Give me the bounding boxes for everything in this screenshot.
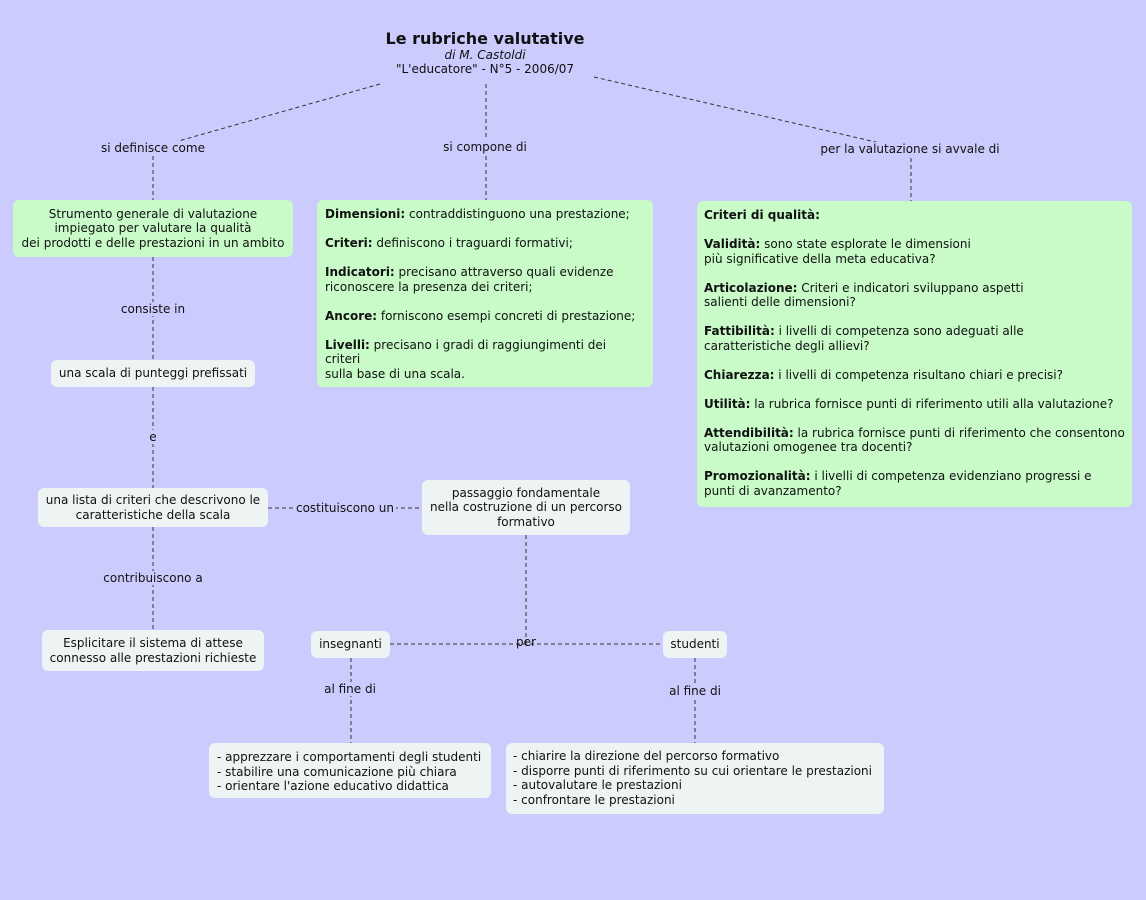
link-label-valutazione: per la valutazione si avvale di xyxy=(818,142,1002,156)
teacher-goal-item: - apprezzare i comportamenti degli stude… xyxy=(217,750,482,764)
explicit-concept[interactable]: Esplicitare il sistema di attese conness… xyxy=(42,630,264,671)
student-goals-concept[interactable]: - chiarire la direzione del percorso for… xyxy=(506,743,884,814)
students-label: studenti xyxy=(670,637,720,652)
link-label-costituiscono-un: costituiscono un xyxy=(293,501,397,515)
quality-fattibilita: Fattibilità: i livelli di competenza son… xyxy=(704,324,1024,353)
explicit-line: Esplicitare il sistema di attese xyxy=(63,636,243,650)
criteria-list-line: caratteristiche della scala xyxy=(75,507,231,522)
component-livelli: Livelli: precisano i gradi di raggiungim… xyxy=(325,337,607,381)
link-label-si-definisce-come: si definisce come xyxy=(99,141,207,155)
quality-chiarezza: Chiarezza: i livelli di competenza risul… xyxy=(704,367,1063,382)
definition-line: impiegato per valutare la qualità xyxy=(54,221,252,236)
link-label-e: e xyxy=(147,430,159,444)
quality-attendibilita: Attendibilità: la rubrica fornisce punti… xyxy=(704,425,1125,455)
teachers-label: insegnanti xyxy=(319,637,382,652)
quality-validita: Validità: sono state esplorate le dimens… xyxy=(704,237,971,266)
criteria-list-line: una lista di criteri che descrivono le xyxy=(45,493,261,507)
passage-line: nella costruzione di un percorso xyxy=(430,500,622,515)
link-label-consiste-in: consiste in xyxy=(118,302,188,316)
scale-concept[interactable]: una scala di punteggi prefissati xyxy=(51,360,255,387)
student-goal-item: - confrontare le prestazioni xyxy=(513,792,675,807)
map-title: Le rubriche valutative di M. Castoldi "L… xyxy=(385,29,585,77)
quality-criteria-concept[interactable]: Criteri di qualità: Validità: sono state… xyxy=(697,201,1132,507)
passage-concept[interactable]: passaggio fondamentale nella costruzione… xyxy=(422,480,630,535)
quality-articolazione: Articolazione: Criteri e indicatori svil… xyxy=(704,280,1024,310)
quality-utilita: Utilità: la rubrica fornisce punti di ri… xyxy=(704,396,1114,411)
explicit-line: connesso alle prestazioni richieste xyxy=(49,650,257,665)
author-line: di M. Castoldi xyxy=(444,48,526,62)
scale-label: una scala di punteggi prefissati xyxy=(58,366,248,381)
student-goal-item: - autovalutare le prestazioni xyxy=(513,778,682,792)
definition-concept[interactable]: Strumento generale di valutazione impieg… xyxy=(13,200,293,257)
page-title: Le rubriche valutative xyxy=(385,29,585,48)
student-goal-item: - disporre punti di riferimento su cui o… xyxy=(513,763,872,778)
source-line: "L'educatore" - N°5 - 2006/07 xyxy=(395,62,575,76)
link-label-per: per xyxy=(516,635,536,649)
connector-line xyxy=(174,83,381,143)
teacher-goal-item: - stabilire una comunicazione più chiara xyxy=(217,764,457,779)
link-label-al-fine-di-insegnanti: al fine di xyxy=(322,682,378,696)
link-label-al-fine-di-studenti: al fine di xyxy=(667,684,723,698)
link-label-contribuiscono-a: contribuiscono a xyxy=(101,571,205,585)
component-criteri: Criteri: definiscono i traguardi formati… xyxy=(325,236,573,250)
definition-line: Strumento generale di valutazione xyxy=(48,206,258,221)
quality-promozionalita: Promozionalità: i livelli di competenza … xyxy=(704,469,1092,498)
passage-line: formativo xyxy=(497,514,555,529)
definition-line: dei prodotti e delle prestazioni in un a… xyxy=(21,235,285,250)
student-goal-item: - chiarire la direzione del percorso for… xyxy=(513,749,780,763)
component-indicatori: Indicatori: precisano attraverso quali e… xyxy=(325,265,614,294)
passage-line: passaggio fondamentale xyxy=(451,485,601,500)
criteria-list-concept[interactable]: una lista di criteri che descrivono le c… xyxy=(38,488,268,527)
students-concept[interactable]: studenti xyxy=(663,631,727,658)
component-dimensioni: Dimensioni: contraddistinguono una prest… xyxy=(325,207,630,221)
teachers-concept[interactable]: insegnanti xyxy=(311,631,390,658)
component-ancore: Ancore: forniscono esempi concreti di pr… xyxy=(325,308,636,323)
teacher-goal-item: - orientare l'azione educativo didattica xyxy=(217,779,449,793)
components-concept[interactable]: Dimensioni: contraddistinguono una prest… xyxy=(317,200,653,387)
connector-line xyxy=(593,76,881,144)
teacher-goals-concept[interactable]: - apprezzare i comportamenti degli stude… xyxy=(209,743,491,798)
link-label-si-compone-di: si compone di xyxy=(441,140,529,154)
quality-heading: Criteri di qualità: xyxy=(704,208,820,222)
